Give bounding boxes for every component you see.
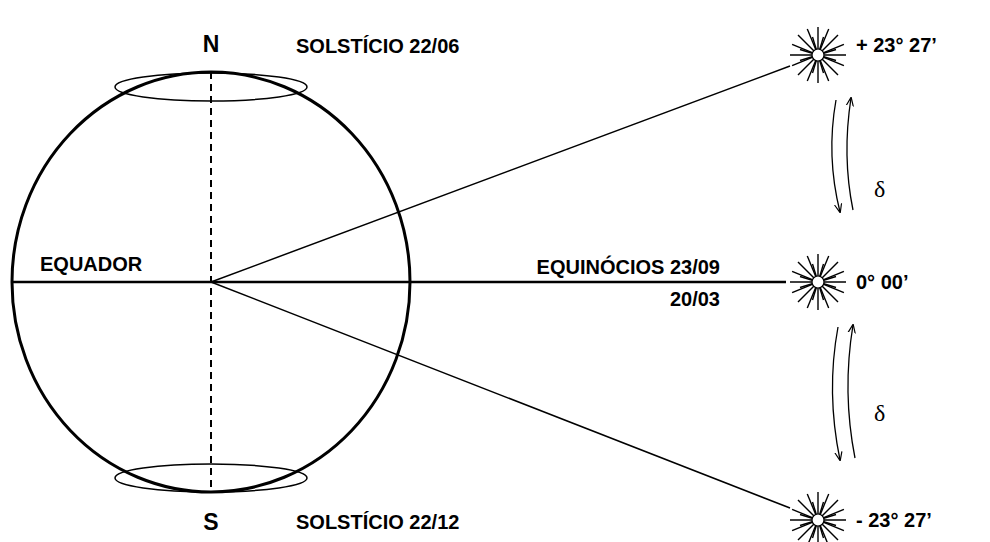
sun-symbol: [790, 27, 846, 83]
solstice-label: SOLSTÍCIO 22/06: [296, 35, 459, 58]
motion-arrow: [848, 325, 855, 458]
declination-value: - 23° 27’: [856, 509, 932, 532]
sun-symbol: [790, 492, 846, 542]
declination-value: 0° 00’: [856, 271, 908, 294]
equinox-label: EQUINÓCIOS 23/09: [537, 256, 720, 279]
equator-label: EQUADOR: [40, 253, 142, 276]
sun-ray: [211, 282, 790, 508]
motion-arrow: [832, 327, 840, 460]
motion-arrow: [832, 100, 840, 212]
date-label: 20/03: [670, 288, 720, 311]
declination-symbol: δ: [874, 400, 885, 428]
equator-line: [12, 281, 786, 284]
declination-symbol: δ: [874, 176, 885, 204]
motion-arrow: [847, 98, 853, 210]
declination-value: + 23° 27’: [856, 34, 937, 57]
pole-label: N: [203, 31, 220, 57]
pole-label: S: [203, 509, 218, 535]
solstice-label: SOLSTÍCIO 22/12: [296, 511, 459, 534]
sun-symbol: [790, 254, 846, 310]
sun-ray: [211, 66, 790, 282]
